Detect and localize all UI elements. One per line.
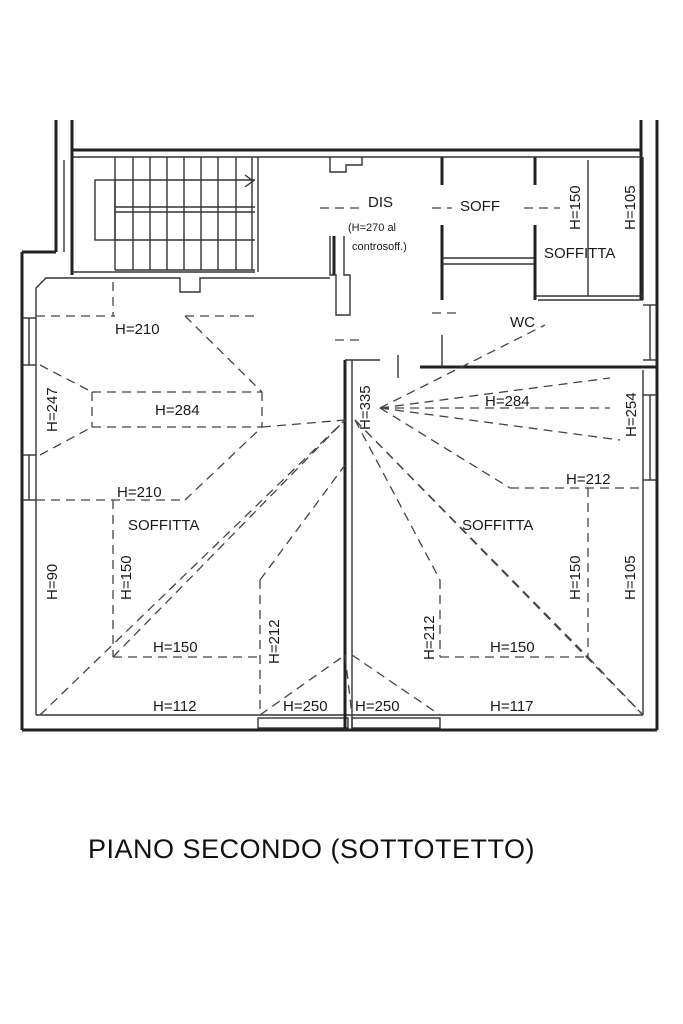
height-label: H=212 <box>566 471 611 488</box>
room-label-wc: WC <box>510 314 535 331</box>
height-label: H=250 <box>355 698 400 715</box>
height-label: H=90 <box>44 564 61 600</box>
height-label: H=150 <box>567 555 584 600</box>
room-label-soff: SOFF <box>460 198 500 215</box>
height-label: H=212 <box>421 615 438 660</box>
room-labels: DIS (H=270 al controsoff.) SOFF SOFFITTA… <box>128 194 615 534</box>
room-label-dis: DIS <box>368 194 393 211</box>
height-label: H=105 <box>622 185 639 230</box>
height-label: H=112 <box>153 698 197 715</box>
room-label-soffitta-right: SOFFITTA <box>462 517 533 534</box>
room-label-soffitta-top-right: SOFFITTA <box>544 245 615 262</box>
bottom-windows <box>257 717 441 729</box>
room-note-dis-1: (H=270 al <box>348 222 396 234</box>
height-label: H=247 <box>44 387 61 432</box>
plan-caption: PIANO SECONDO (SOTTOTETTO) <box>88 834 535 864</box>
height-label: H=117 <box>490 698 534 715</box>
height-label: H=150 <box>490 639 535 656</box>
interior-walls <box>320 157 657 730</box>
height-label: H=284 <box>485 393 530 410</box>
height-label: H=212 <box>266 619 283 664</box>
left-windows <box>22 317 36 501</box>
room-note-dis-2: controsoff.) <box>352 241 407 253</box>
height-label: H=150 <box>118 555 135 600</box>
staircase <box>94 157 259 272</box>
height-label: H=284 <box>155 402 200 419</box>
height-label: H=335 <box>357 385 374 430</box>
height-labels: H=150 H=105 H=210 H=247 H=284 H=335 H=28… <box>44 185 640 715</box>
height-label: H=250 <box>283 698 328 715</box>
room-label-soffitta-left: SOFFITTA <box>128 517 199 534</box>
height-contours <box>36 282 644 716</box>
height-label: H=105 <box>622 555 639 600</box>
height-label: H=150 <box>153 639 198 656</box>
right-windows <box>643 304 657 481</box>
height-label: H=150 <box>567 185 584 230</box>
height-label: H=254 <box>623 392 640 437</box>
height-label: H=210 <box>117 484 162 501</box>
height-label: H=210 <box>115 321 160 338</box>
